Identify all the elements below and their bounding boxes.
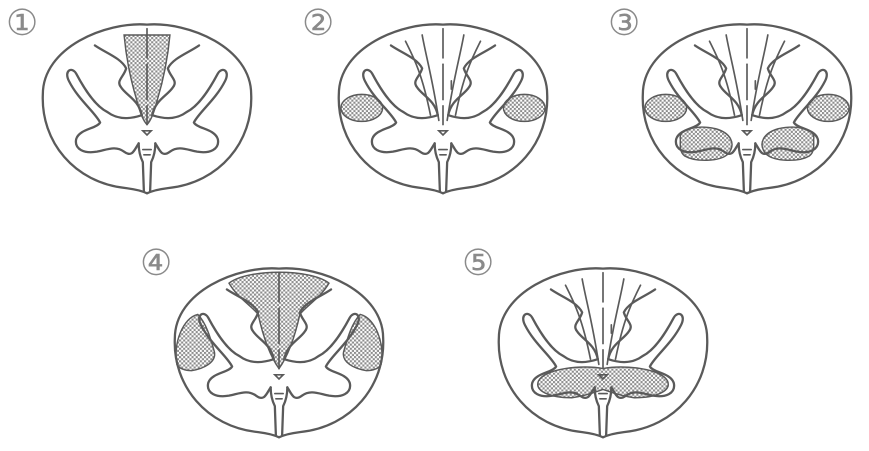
spinal-cord-diagram: [478, 258, 728, 450]
spinal-cord-diagram: [622, 10, 869, 210]
lesion-left-lateral-column: [176, 314, 215, 370]
spinal-cord-diagram: [154, 258, 404, 450]
lesion-left-ventral-horn: [680, 127, 732, 160]
lesion-right-lateral-column: [343, 314, 382, 370]
spinal-cord-diagram: [22, 10, 272, 210]
lesion-right-ventral-horn: [762, 127, 814, 160]
spinal-cord-diagram: [318, 10, 568, 210]
